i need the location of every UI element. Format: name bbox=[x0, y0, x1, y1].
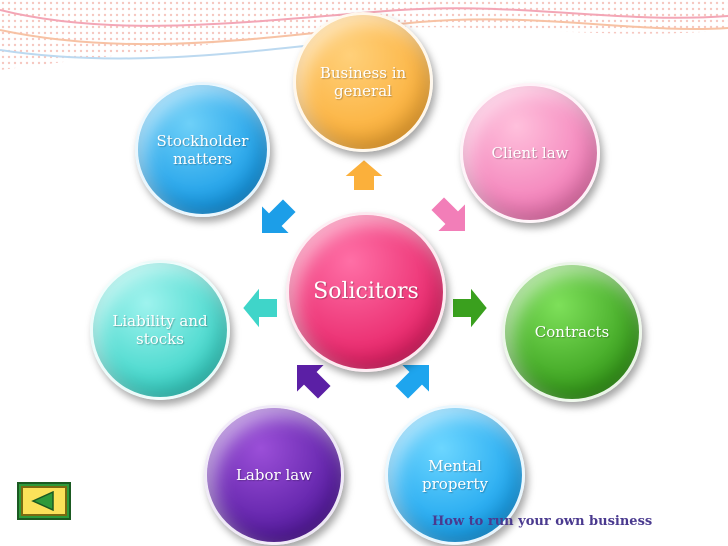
node-label-line: property bbox=[422, 475, 488, 493]
node-label-line: stocks bbox=[136, 330, 184, 348]
arrow-to-client-icon bbox=[428, 194, 467, 233]
footer-title: How to run your own business bbox=[432, 514, 653, 529]
arrow-to-stockholder-icon bbox=[260, 196, 299, 235]
node-labor-law: Labor law bbox=[204, 405, 344, 545]
node-label-line: Liability and bbox=[112, 312, 208, 330]
nav-back-button[interactable] bbox=[17, 482, 71, 520]
node-client-law: Client law bbox=[460, 83, 600, 223]
node-label-line: Mental bbox=[428, 457, 482, 475]
center-label: Solicitors bbox=[313, 279, 419, 304]
node-center-solicitors: Solicitors bbox=[286, 212, 446, 372]
node-label-line: Contracts bbox=[534, 323, 610, 341]
node-label-line: Labor law bbox=[235, 466, 313, 484]
nav-back-face bbox=[21, 486, 67, 516]
node-contracts: Contracts bbox=[502, 262, 642, 402]
node-label-line: Business in bbox=[319, 64, 407, 82]
back-arrow-icon bbox=[31, 491, 54, 511]
node-label-line: general bbox=[334, 82, 392, 100]
node-label-line: Client law bbox=[491, 144, 569, 162]
arrow-to-mental-icon bbox=[392, 363, 431, 402]
node-label-line: Stockholder bbox=[156, 131, 249, 150]
arrow-to-labor-icon bbox=[295, 363, 334, 402]
arrow-to-contracts-icon bbox=[451, 284, 490, 332]
arrow-to-liability-icon bbox=[240, 284, 279, 332]
arrow-to-top-icon bbox=[341, 157, 387, 192]
node-label-line: matters bbox=[173, 149, 232, 168]
